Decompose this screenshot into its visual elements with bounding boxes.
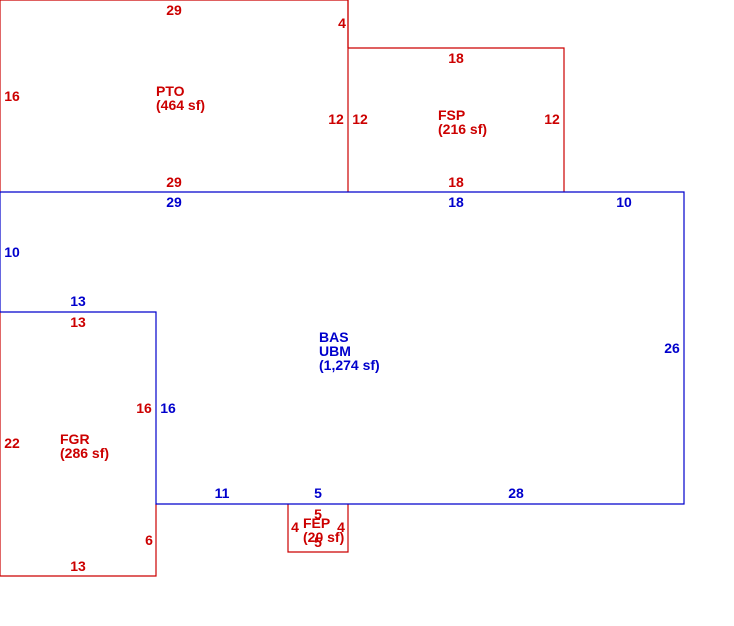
fep-top-dim: 5 [314, 506, 322, 522]
pto-bottom-dim: 29 [166, 174, 182, 190]
fep-code: FEP [303, 515, 330, 531]
fsp-code: FSP [438, 107, 465, 123]
bas-bottom-right-dim: 28 [508, 485, 524, 501]
fgr-left-dim: 22 [4, 435, 20, 451]
bas-inner-dim: 16 [160, 400, 176, 416]
fsp-bottom-dim: 18 [448, 174, 464, 190]
fgr-code: FGR [60, 431, 90, 447]
bas-right-dim: 26 [664, 340, 680, 356]
bas-top-mid-dim: 18 [448, 194, 464, 210]
fgr-outline [0, 312, 157, 577]
pto-outline [0, 0, 349, 192]
fep-bottom-dim: 5 [314, 534, 322, 550]
red-dimension-labels: 29 4 16 12 29 18 12 12 18 13 16 22 6 13 … [4, 2, 560, 574]
fep-area: (20 sf) [303, 529, 344, 545]
blue-area-labels: BAS UBM (1,274 sf) [319, 329, 380, 373]
fgr-top-dim: 13 [70, 314, 86, 330]
fgr-right-dim: 16 [136, 400, 152, 416]
fgr-area: (286 sf) [60, 445, 109, 461]
bas-outline [0, 191, 685, 505]
fep-outline [287, 504, 349, 553]
bas-code: BAS [319, 329, 349, 345]
bas-code2: UBM [319, 343, 351, 359]
fgr-bottom-dim: 13 [70, 558, 86, 574]
fsp-right-dim: 12 [544, 111, 560, 127]
fsp-left-dim: 12 [352, 111, 368, 127]
red-area-labels: PTO (464 sf) FSP (216 sf) FGR (286 sf) F… [60, 83, 487, 545]
fsp-outline [347, 0, 565, 192]
pto-notch-dim: 4 [338, 15, 346, 31]
fgr-right-low-dim: 6 [145, 532, 153, 548]
pto-top-dim: 29 [166, 2, 182, 18]
fsp-area: (216 sf) [438, 121, 487, 137]
bas-top-left-dim: 29 [166, 194, 182, 210]
fep-right-dim: 4 [337, 519, 345, 535]
bas-top-right-dim: 10 [616, 194, 632, 210]
pto-left-dim: 16 [4, 88, 20, 104]
bas-bottom-mid-dim: 5 [314, 485, 322, 501]
bas-step-dim: 13 [70, 293, 86, 309]
pto-area: (464 sf) [156, 97, 205, 113]
bas-area: (1,274 sf) [319, 357, 380, 373]
bas-bottom-left-dim: 11 [215, 485, 230, 501]
pto-right-dim: 12 [328, 111, 344, 127]
blue-dimension-labels: 29 18 10 10 13 26 16 11 5 28 [4, 194, 680, 501]
bas-left-dim: 10 [4, 244, 20, 260]
fep-left-dim: 4 [291, 519, 299, 535]
pto-code: PTO [156, 83, 185, 99]
fsp-top-dim: 18 [448, 50, 464, 66]
